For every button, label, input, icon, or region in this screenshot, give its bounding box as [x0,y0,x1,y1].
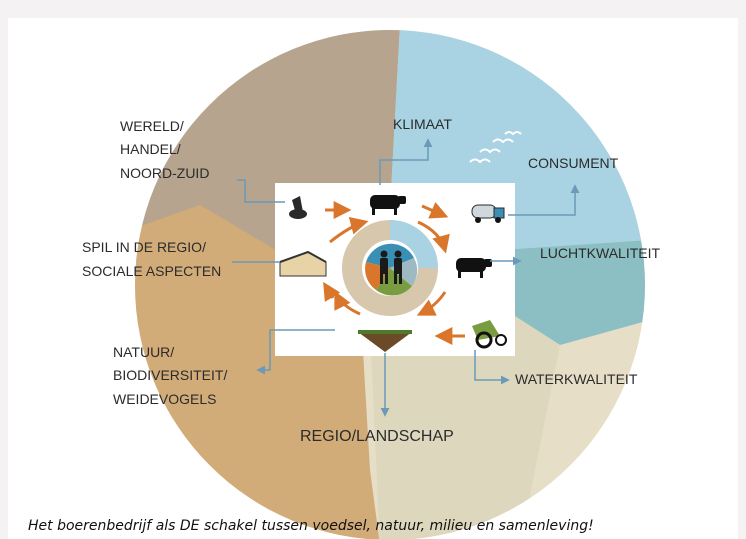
label-spil-line-1: SPIL IN DE REGIO/ [82,239,206,255]
cow-icon [370,195,406,215]
inner-circle [342,220,438,316]
manure-spreader-icon [472,320,507,349]
farmers-icon [380,250,402,284]
label-natuur: NATUUR/ BIODIVERSITEIT/ WEIDEVOGELS [113,344,227,407]
label-wereld-line-2: HANDEL/ [120,141,181,157]
label-spil: SPIL IN DE REGIO/ SOCIALE ASPECTEN [82,239,221,279]
sector-water [370,300,560,539]
birds-icon [469,131,522,164]
cycle-arrows [323,201,465,345]
connectors [232,138,580,417]
label-spil-line-2: SOCIALE ASPECTEN [82,263,221,279]
sector-air [490,240,645,345]
label-wereld-line-1: WERELD/ [120,118,184,134]
label-natuur-line-3: WEIDEVOGELS [113,391,216,407]
label-natuur-line-1: NATUUR/ [113,344,174,360]
milk-truck-icon [471,204,505,223]
label-waterkwaliteit: WATERKWALITEIT [515,371,638,387]
soil-grass-icon [358,330,412,352]
label-wereld: WERELD/ HANDEL/ NOORD-ZUID [120,118,209,181]
label-klimaat: KLIMAAT [393,116,452,132]
label-luchtkwaliteit: LUCHTKWALITEIT [540,245,660,261]
tractor-mower-icon [289,196,307,219]
label-natuur-line-2: BIODIVERSITEIT/ [113,367,227,383]
caption: Het boerenbedrijf als DE schakel tussen … [28,518,594,534]
label-wereld-line-3: NOORD-ZUID [120,165,209,181]
label-regio: REGIO/LANDSCHAP [300,428,454,445]
barn-icon [279,250,327,277]
label-consument: CONSUMENT [528,155,619,171]
